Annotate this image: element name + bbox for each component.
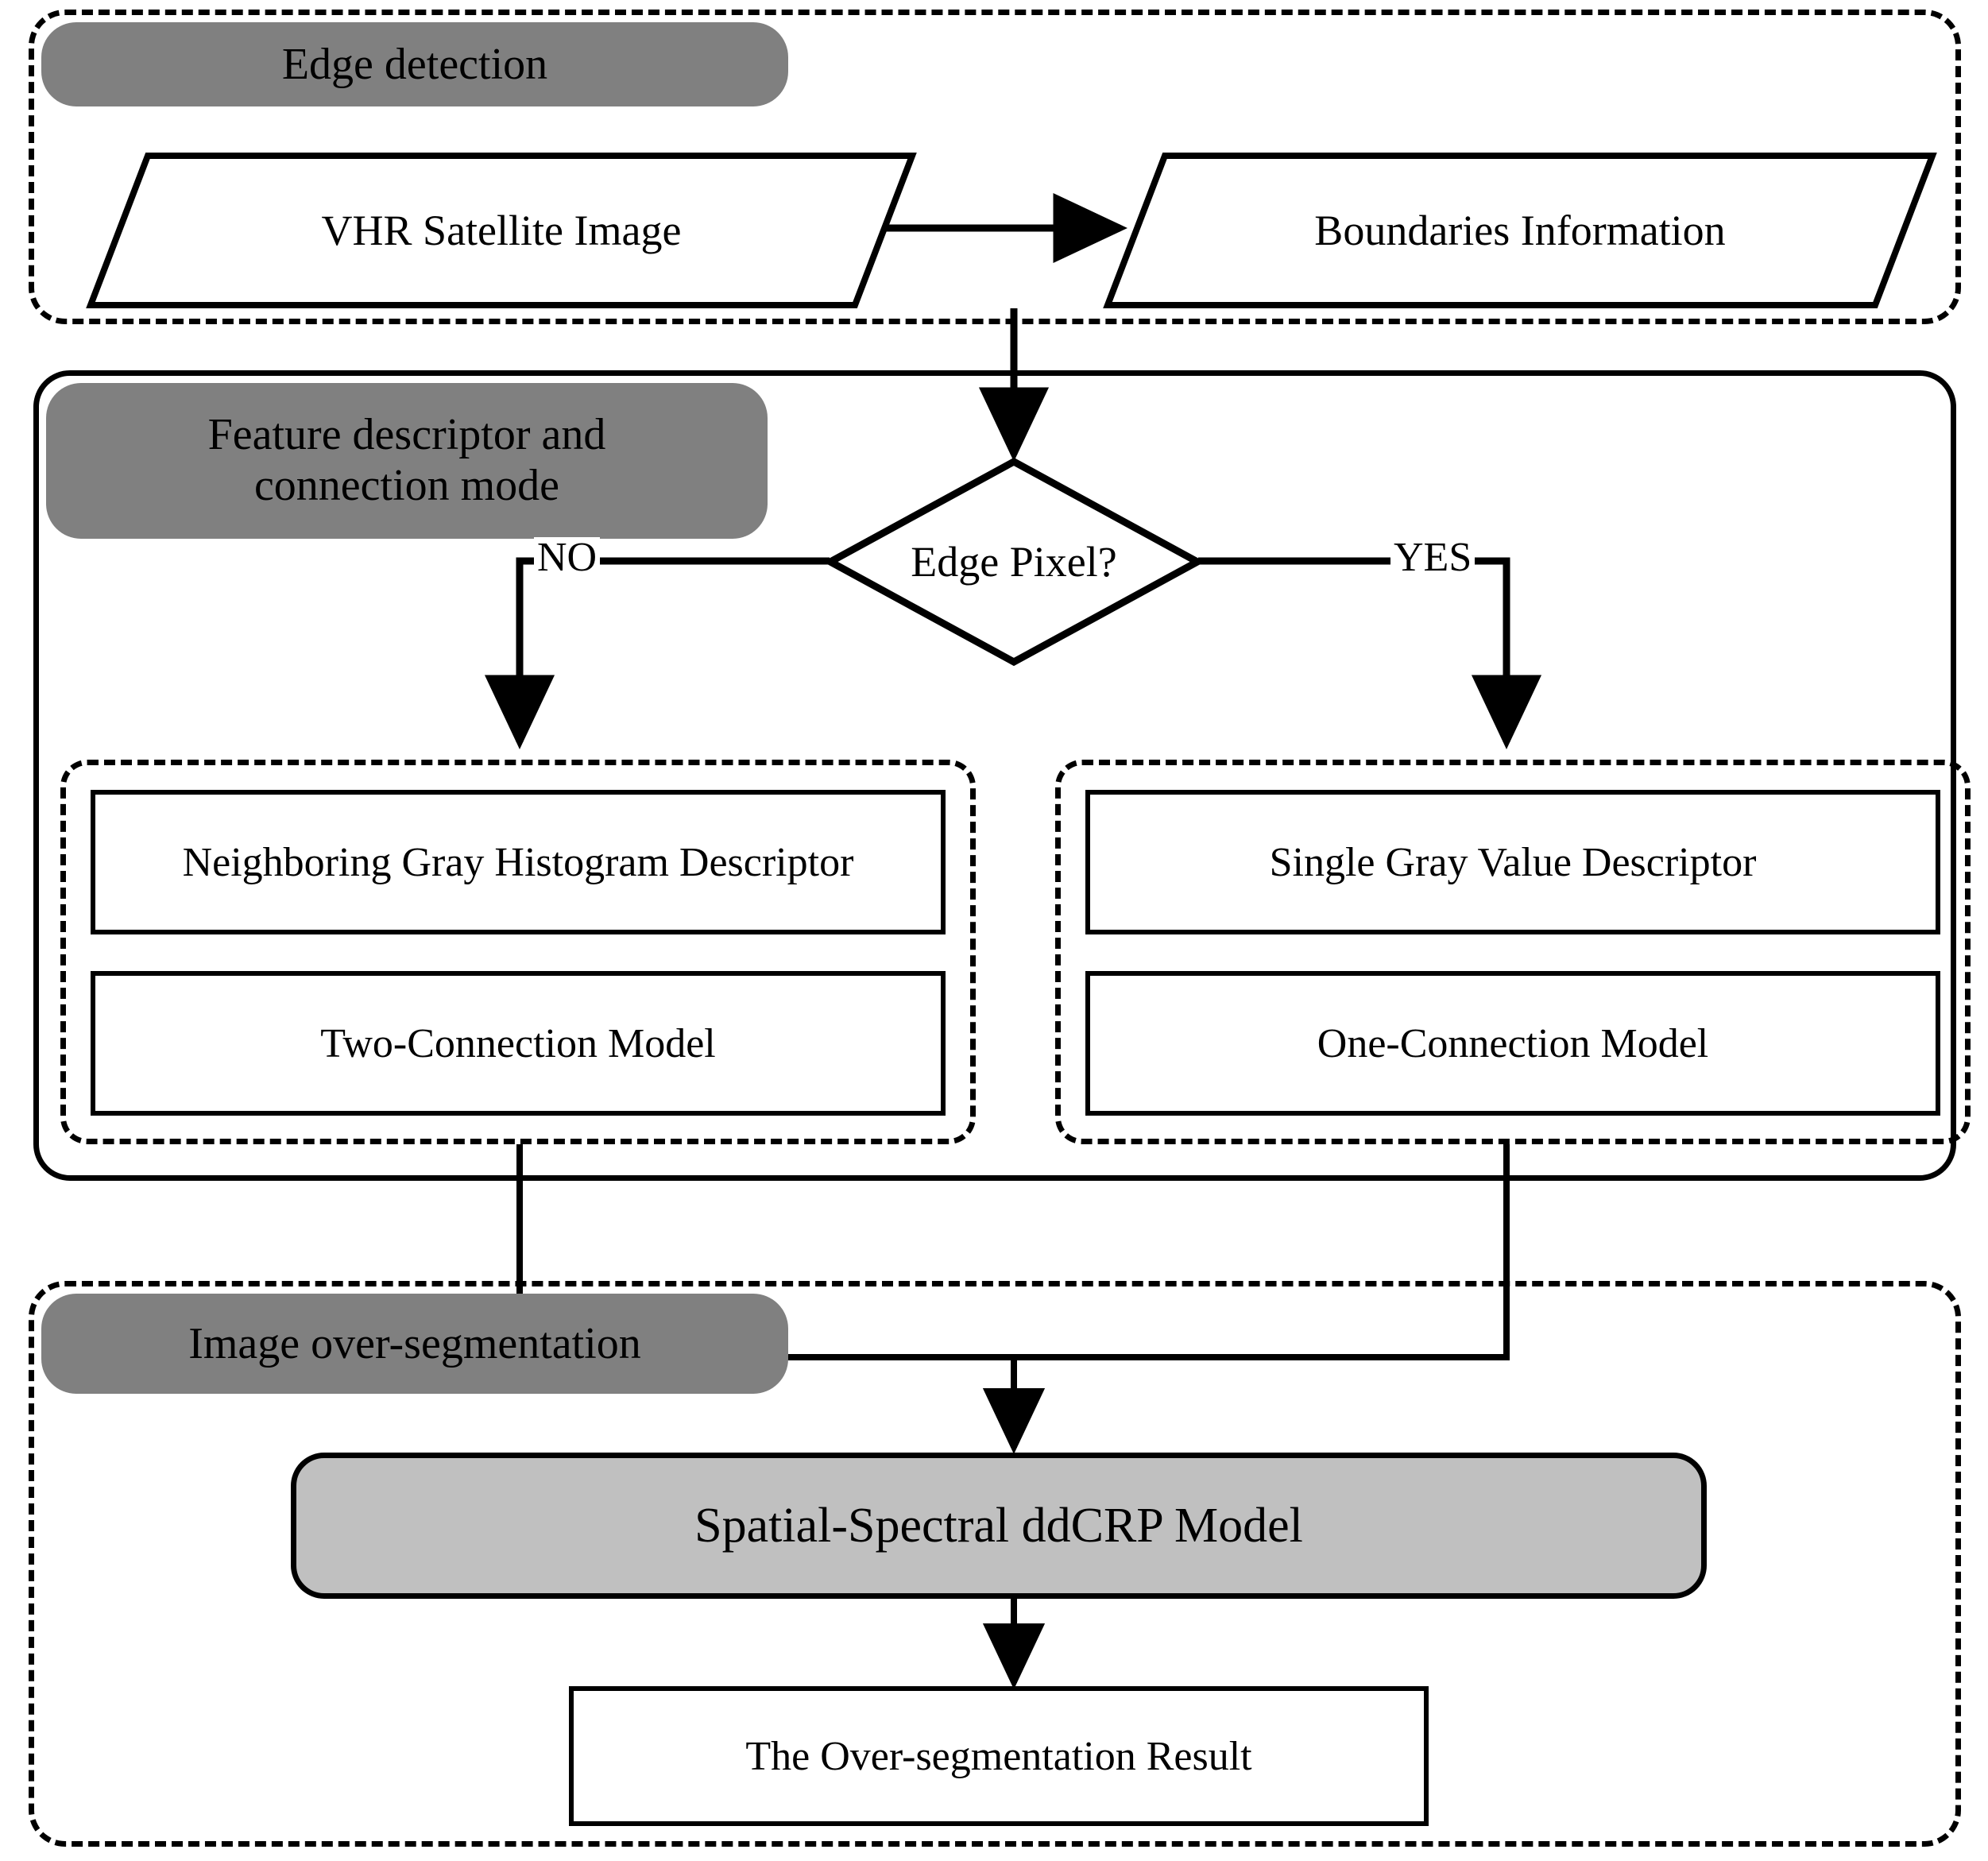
node-single-gray-value-descriptor-label: Single Gray Value Descriptor (1269, 839, 1757, 885)
stage-header-image-over-segmentation-label: Image over-segmentation (188, 1318, 641, 1368)
stage-header-feature-descriptor: Feature descriptor and connection mode (46, 383, 768, 539)
stage-header-feature-descriptor-line2: connection mode (253, 461, 560, 510)
node-neighboring-gray-histogram-descriptor-label: Neighboring Gray Histogram Descriptor (182, 839, 854, 885)
node-single-gray-value-descriptor[interactable]: Single Gray Value Descriptor (1085, 790, 1940, 934)
node-one-connection-model-label: One-Connection Model (1317, 1020, 1709, 1066)
node-two-connection-model-label: Two-Connection Model (320, 1020, 716, 1066)
stage-image-over-segmentation (29, 1281, 1961, 1847)
group-no-branch (60, 760, 976, 1144)
stage-edge-detection (29, 10, 1961, 324)
node-spatial-spectral-ddcrp-model[interactable]: Spatial-Spectral ddCRP Model (291, 1453, 1707, 1599)
edge-label-yes: YES (1390, 537, 1476, 578)
diamond-shape (822, 457, 1205, 667)
node-over-segmentation-result-label: The Over-segmentation Result (745, 1733, 1252, 1779)
node-edge-pixel-decision-label: Edge Pixel? (911, 538, 1117, 586)
edge-label-no: NO (534, 537, 601, 578)
node-vhr-satellite-image-label: VHR Satellite Image (321, 207, 682, 254)
stage-header-feature-descriptor-line1: Feature descriptor and (207, 410, 606, 460)
parallelogram-shape (1103, 153, 1937, 308)
node-over-segmentation-result[interactable]: The Over-segmentation Result (569, 1686, 1429, 1826)
stage-header-edge-detection: Edge detection (41, 22, 788, 106)
stage-header-image-over-segmentation: Image over-segmentation (41, 1294, 788, 1394)
node-edge-pixel-decision[interactable]: Edge Pixel? (822, 457, 1205, 667)
node-one-connection-model[interactable]: One-Connection Model (1085, 971, 1940, 1116)
node-boundaries-information-label: Boundaries Information (1314, 207, 1726, 254)
node-vhr-satellite-image[interactable]: VHR Satellite Image (86, 153, 917, 308)
stage-header-edge-detection-label: Edge detection (281, 39, 548, 89)
node-boundaries-information[interactable]: Boundaries Information (1103, 153, 1937, 308)
node-two-connection-model[interactable]: Two-Connection Model (91, 971, 946, 1116)
node-neighboring-gray-histogram-descriptor[interactable]: Neighboring Gray Histogram Descriptor (91, 790, 946, 934)
node-spatial-spectral-ddcrp-model-label: Spatial-Spectral ddCRP Model (694, 1498, 1303, 1553)
group-yes-branch (1055, 760, 1971, 1144)
parallelogram-shape (86, 153, 917, 308)
